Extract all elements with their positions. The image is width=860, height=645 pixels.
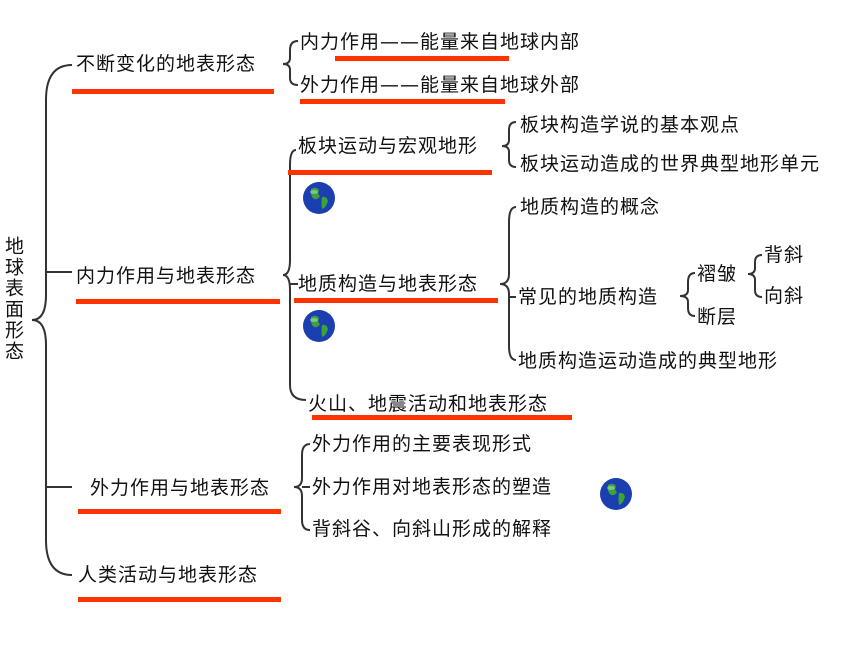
plate-theory: 板块构造学说的基本观点 xyxy=(520,114,741,136)
geo-structure-underline xyxy=(294,298,498,303)
geo-brace xyxy=(499,206,517,361)
branch-1-label: 不断变化的地表形态 xyxy=(76,53,257,75)
geo-fold: 褶皱 xyxy=(697,263,738,285)
globe-icon xyxy=(303,182,335,214)
geo-concept: 地质构造的概念 xyxy=(520,196,661,218)
ext-shaping: 外力作用对地表形态的塑造 xyxy=(312,476,553,498)
branch-1-underline xyxy=(72,89,274,94)
plate-landforms: 板块运动造成的世界典型地形单元 xyxy=(520,153,821,175)
b1-brace xyxy=(282,40,299,86)
branch-2-underline xyxy=(76,299,280,304)
common-brace xyxy=(679,272,696,317)
geo-landform: 地质构造运动造成的典型地形 xyxy=(518,350,779,372)
branch-3-label: 外力作用与地表形态 xyxy=(90,477,271,499)
branch-2-label: 内力作用与地表形态 xyxy=(76,265,257,287)
geo-syncline: 向斜 xyxy=(764,285,805,307)
b1-internal-underline xyxy=(335,56,509,61)
plate-brace xyxy=(501,121,517,168)
geo-structure-label: 地质构造与地表形态 xyxy=(298,273,479,295)
root-title: 地球表面形态 xyxy=(2,236,24,362)
globe-icon xyxy=(600,478,632,510)
volcano-underline xyxy=(312,415,572,420)
volcano-label: 火山、地震活动和地表形态 xyxy=(308,393,549,415)
branch-4-underline xyxy=(78,597,281,602)
geo-common: 常见的地质构造 xyxy=(518,286,659,308)
b3-brace xyxy=(293,443,311,531)
ext-forms: 外力作用的主要表现形式 xyxy=(312,433,533,455)
b1-external-force: 外力作用——能量来自地球外部 xyxy=(300,74,581,96)
plate-motion-underline xyxy=(288,170,492,175)
root-brace xyxy=(31,64,73,576)
fold-brace xyxy=(747,254,763,298)
branch-4-label: 人类活动与地表形态 xyxy=(78,564,259,586)
geo-fault: 断层 xyxy=(697,306,738,328)
geo-anticline: 背斜 xyxy=(764,244,805,266)
plate-motion-label: 板块运动与宏观地形 xyxy=(298,135,479,157)
b1-external-underline xyxy=(300,99,505,104)
b2-brace xyxy=(282,149,307,401)
ext-valley-mountain: 背斜谷、向斜山形成的解释 xyxy=(312,518,553,540)
globe-icon xyxy=(303,310,335,342)
branch-3-underline xyxy=(78,509,281,514)
b1-internal-force: 内力作用——能量来自地球内部 xyxy=(300,31,581,53)
